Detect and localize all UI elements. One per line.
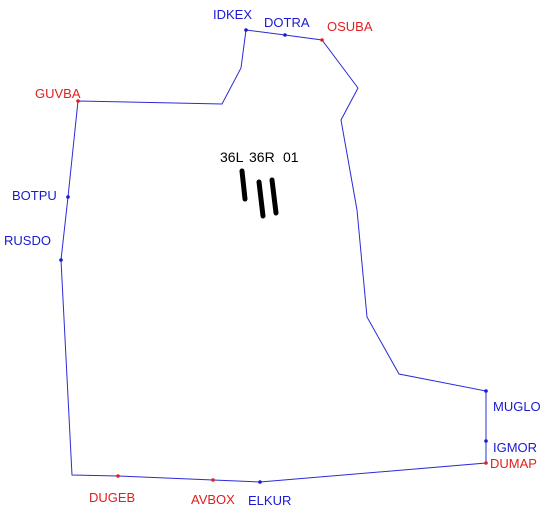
waypoint-marker-idkex (244, 28, 248, 32)
waypoint-labels: IDKEX DOTRA OSUBA GUVBA BOTPU RUSDO MUGL… (4, 7, 541, 508)
waypoint-marker-botpu (66, 195, 70, 199)
runway-label-01: 01 (283, 149, 299, 165)
waypoint-marker-elkur (258, 480, 262, 484)
waypoint-marker-dumap (484, 461, 488, 465)
airspace-boundary (60, 29, 487, 483)
waypoint-label-igmor: IGMOR (493, 440, 537, 455)
runway-label-36r: 36R (249, 149, 275, 165)
waypoint-markers (59, 28, 488, 484)
waypoint-label-dumap: DUMAP (490, 456, 537, 471)
waypoint-marker-avbox (211, 478, 215, 482)
waypoint-label-elkur: ELKUR (248, 493, 291, 508)
runway-label-36l: 36L (220, 149, 244, 165)
waypoint-label-idkex: IDKEX (213, 7, 252, 22)
waypoint-marker-guvba (76, 99, 80, 103)
waypoint-marker-rusdo (59, 258, 63, 262)
waypoint-marker-muglo (484, 389, 488, 393)
waypoint-marker-igmor (484, 439, 488, 443)
runway-group: 36L 36R 01 (220, 149, 299, 219)
waypoint-marker-dugeb (116, 474, 120, 478)
waypoint-marker-osuba (320, 38, 324, 42)
waypoint-label-muglo: MUGLO (493, 399, 541, 414)
waypoint-label-avbox: AVBOX (191, 492, 235, 507)
waypoint-marker-dotra (283, 33, 287, 37)
runway-01 (269, 177, 279, 216)
runway-36l (239, 168, 248, 202)
waypoint-label-botpu: BOTPU (12, 188, 57, 203)
waypoint-label-dotra: DOTRA (264, 15, 310, 30)
waypoint-label-dugeb: DUGEB (89, 490, 135, 505)
waypoint-label-guvba: GUVBA (35, 86, 81, 101)
waypoint-label-osuba: OSUBA (327, 19, 373, 34)
waypoint-label-rusdo: RUSDO (4, 233, 51, 248)
runway-36r (256, 179, 266, 219)
